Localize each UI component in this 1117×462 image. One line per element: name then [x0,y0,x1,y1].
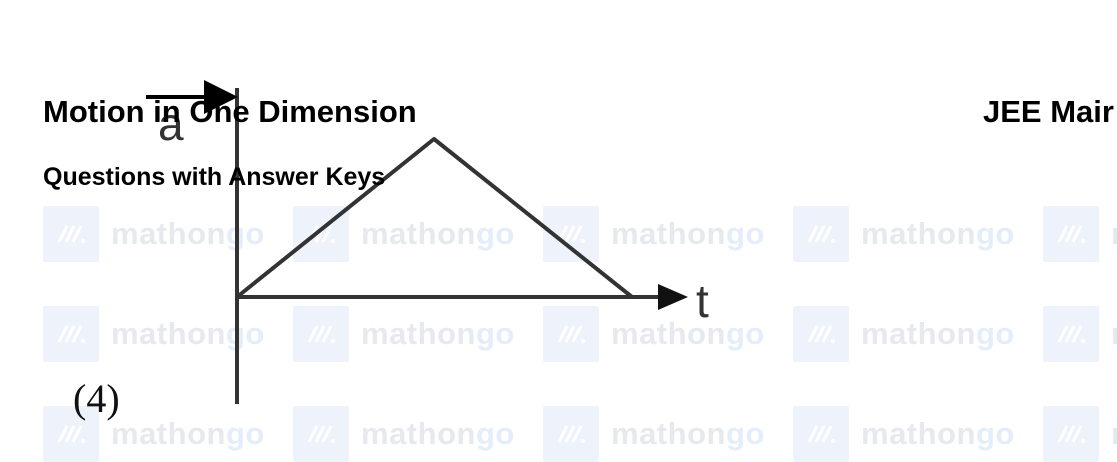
mathongo-logo-icon [1043,206,1099,262]
watermark: mathongo [293,206,515,262]
mathongo-logo-icon [793,406,849,462]
watermark: mathongo [293,306,515,362]
watermark-text: mathongo [361,416,515,451]
watermark: mathongo [793,406,1015,462]
watermark-text: mathongo [361,216,515,251]
watermark-text: mathongo [611,416,765,451]
watermark-text: mathongo [111,316,265,351]
watermark: mathongo [543,406,765,462]
watermark-text: mathongo [361,316,515,351]
vector-arrow-head-icon [204,80,238,114]
document-title: Motion in One Dimension [43,94,417,129]
watermark: mathongo [1043,406,1117,462]
mathongo-logo-icon [1043,306,1099,362]
watermark: mathongo [793,306,1015,362]
watermark-text: mathongo [111,216,265,251]
x-axis-label: t [696,275,709,327]
watermark: mathongo [43,406,265,462]
watermark: mathongo [1043,206,1117,262]
watermark: mathongo [293,406,515,462]
mathongo-logo-icon [543,306,599,362]
triangle-curve [235,137,634,299]
mathongo-logo-icon [793,306,849,362]
mathongo-logo-icon [543,406,599,462]
mathongo-logo-icon [793,206,849,262]
y-axis-label: a [158,98,184,150]
exam-name: JEE Mair [983,94,1114,129]
option-label: (4) [73,376,120,421]
watermark: mathongo [543,206,765,262]
watermark-text: mathongo [611,216,765,251]
watermark-text: mathongo [861,316,1015,351]
document-subtitle: Questions with Answer Keys [43,163,386,191]
watermark-text: mathongo [111,416,265,451]
mathongo-logo-icon [43,206,99,262]
watermark-text: mathongo [861,216,1015,251]
mathongo-logo-icon [293,406,349,462]
mathongo-logo-icon [293,306,349,362]
watermark: mathongo [43,306,265,362]
watermark-text: mathongo [1111,406,1117,462]
watermark-text: mathongo [611,316,765,351]
watermark-text: mathongo [1111,206,1117,262]
watermark: mathongo [43,206,265,262]
watermark: mathongo [793,206,1015,262]
watermark-text: mathongo [861,416,1015,451]
x-axis-arrow-icon [658,284,688,310]
watermark: mathongo [543,306,765,362]
watermark-text: mathongo [1111,306,1117,362]
watermark: mathongo [1043,306,1117,362]
mathongo-logo-icon [1043,406,1099,462]
mathongo-logo-icon [43,306,99,362]
mathongo-logo-icon [43,406,99,462]
